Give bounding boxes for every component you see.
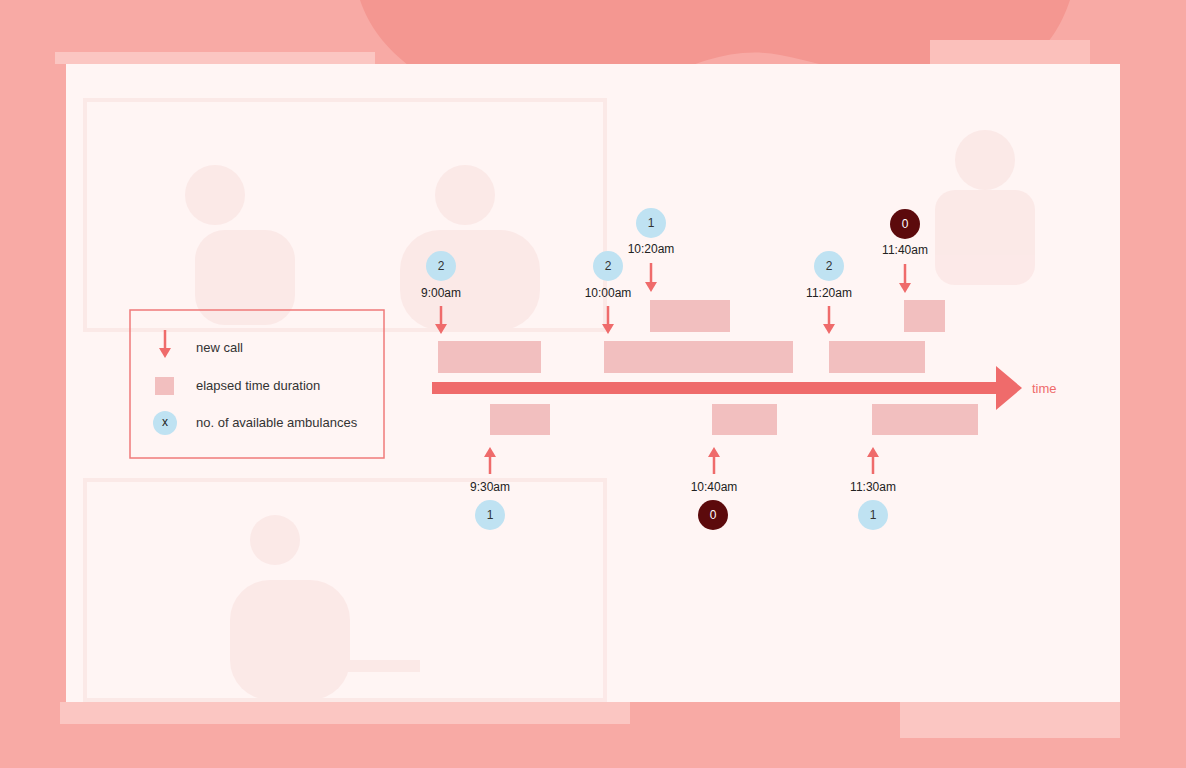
call-arrow	[489, 455, 492, 474]
call-time: 10:20am	[628, 243, 675, 256]
duration-bar	[650, 300, 730, 332]
call-arrowhead	[708, 447, 720, 457]
ambulance-count: 2	[826, 260, 833, 272]
call-time: 10:00am	[585, 287, 632, 300]
call-arrow	[828, 306, 831, 326]
background-window	[930, 40, 1090, 64]
legend-symbol-text: x	[162, 416, 168, 429]
call-arrows	[435, 263, 911, 474]
call-arrow	[904, 264, 907, 285]
background-shelf	[55, 52, 375, 64]
ambulance-count-circle: 0	[698, 500, 728, 530]
call-arrow	[713, 455, 716, 474]
ambulance-count: 1	[870, 509, 877, 521]
background-desk	[60, 702, 630, 724]
call-arrowhead	[602, 324, 614, 334]
duration-bar	[438, 341, 541, 373]
duration-bar	[872, 404, 978, 435]
ambulance-count: 1	[487, 509, 494, 521]
call-time: 9:00am	[421, 287, 461, 300]
legend-arrow-symbol	[155, 328, 175, 362]
axis-label: time	[1032, 382, 1057, 396]
call-arrow	[872, 455, 875, 474]
legend-arrow-head	[159, 348, 171, 358]
duration-bar	[604, 341, 793, 373]
call-arrowhead	[823, 324, 835, 334]
ambulance-count-circle: 1	[475, 500, 505, 530]
call-time: 11:30am	[850, 481, 896, 494]
ambulance-count-circle: 1	[858, 500, 888, 530]
call-arrow	[440, 306, 443, 326]
duration-bar	[904, 300, 945, 332]
panel	[66, 64, 1120, 702]
faint-illustration	[85, 100, 1035, 700]
background-desk	[900, 702, 1120, 738]
call-time: 11:40am	[882, 244, 928, 257]
call-time: 10:40am	[691, 481, 738, 494]
ambulance-count-circle: 0	[890, 209, 920, 239]
axis-arrowhead	[996, 366, 1022, 410]
legend-frame	[130, 310, 384, 458]
ambulance-count: 2	[438, 260, 445, 272]
call-arrow	[650, 263, 653, 284]
call-arrowhead	[435, 324, 447, 334]
ambulance-count: 2	[605, 260, 612, 272]
call-arrowhead	[867, 447, 879, 457]
ambulance-count-circle: 2	[426, 251, 456, 281]
legend-text: no. of available ambulances	[196, 416, 357, 430]
call-arrowhead	[645, 282, 657, 292]
legend-text: elapsed time duration	[196, 379, 320, 393]
legend-text: new call	[196, 341, 243, 355]
call-arrow	[607, 306, 610, 326]
duration-bar	[712, 404, 777, 435]
legend-arrow-shaft	[164, 330, 167, 350]
call-time: 11:20am	[806, 287, 852, 300]
ambulance-count-circle: 2	[593, 251, 623, 281]
call-arrowhead	[484, 447, 496, 457]
duration-bar	[490, 404, 550, 435]
ambulance-count: 1	[648, 217, 655, 229]
call-time: 9:30am	[470, 481, 510, 494]
ambulance-count-circle: 2	[814, 251, 844, 281]
legend-color-swatch	[155, 377, 174, 395]
ambulance-count-circle: 1	[636, 208, 666, 238]
ambulance-count: 0	[902, 218, 909, 230]
call-arrowhead	[899, 283, 911, 293]
duration-bar	[829, 341, 925, 373]
time-axis	[432, 382, 1002, 394]
ambulance-count: 0	[710, 509, 717, 521]
duration-bars	[438, 300, 978, 435]
